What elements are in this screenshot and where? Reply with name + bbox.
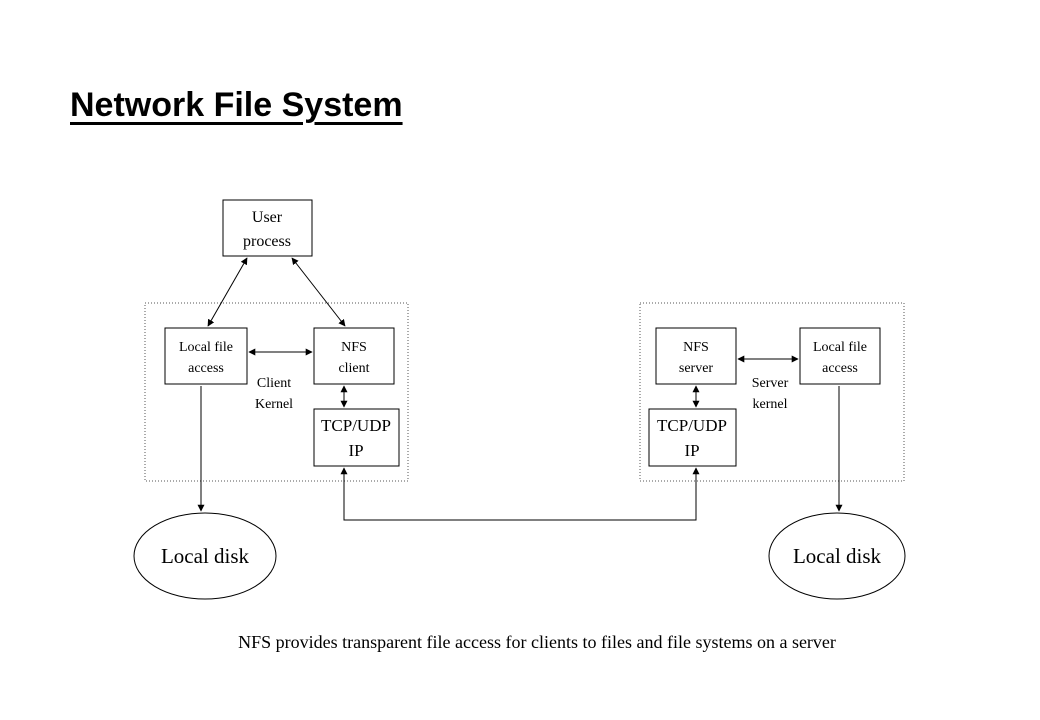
- client-kernel-region: [144, 302, 409, 482]
- nfs-client-label-1: NFS: [341, 340, 367, 355]
- nfs-client-box: [313, 327, 395, 385]
- page-title: Network File System: [70, 86, 403, 124]
- server-ip-label: IP: [684, 441, 699, 460]
- user-process-label-2: process: [243, 233, 291, 250]
- server-local-disk: [768, 512, 906, 600]
- user-to-nfs-client-arrow: [291, 257, 346, 327]
- user-to-local-file-access-arrow: [207, 257, 248, 327]
- client-tcp-label: TCP/UDP: [321, 416, 391, 435]
- client-local-disk-label: Local disk: [161, 544, 250, 568]
- network-link-arrow: [340, 467, 700, 521]
- server-kernel-region: [639, 302, 905, 482]
- nfs-client-label-2: client: [338, 361, 369, 376]
- client-tcp-ip-box: [313, 408, 400, 467]
- nfs-server-label-1: NFS: [683, 340, 709, 355]
- client-local-file-access-label-2: access: [188, 361, 224, 376]
- user-process-box: [222, 199, 313, 257]
- client-local-disk: [133, 512, 277, 600]
- server-tcp-label: TCP/UDP: [657, 416, 727, 435]
- server-local-file-access-label-1: Local file: [813, 340, 867, 355]
- nfs-server-label-2: server: [679, 361, 714, 376]
- client-local-file-access-box: [164, 327, 248, 385]
- server-local-file-access-label-2: access: [822, 361, 858, 376]
- server-tcp-ip-box: [648, 408, 737, 467]
- client-kernel-label-1: Client: [257, 376, 291, 391]
- server-local-file-access-box: [799, 327, 881, 385]
- user-process-label-1: User: [252, 209, 283, 226]
- server-kernel-label-2: kernel: [753, 397, 788, 412]
- nfs-server-box: [655, 327, 737, 385]
- caption: NFS provides transparent file access for…: [238, 632, 836, 652]
- client-kernel-label-2: Kernel: [255, 397, 293, 412]
- client-local-file-access-label-1: Local file: [179, 340, 233, 355]
- server-kernel-label-1: Server: [752, 376, 789, 391]
- server-local-disk-label: Local disk: [793, 544, 882, 568]
- client-ip-label: IP: [348, 441, 363, 460]
